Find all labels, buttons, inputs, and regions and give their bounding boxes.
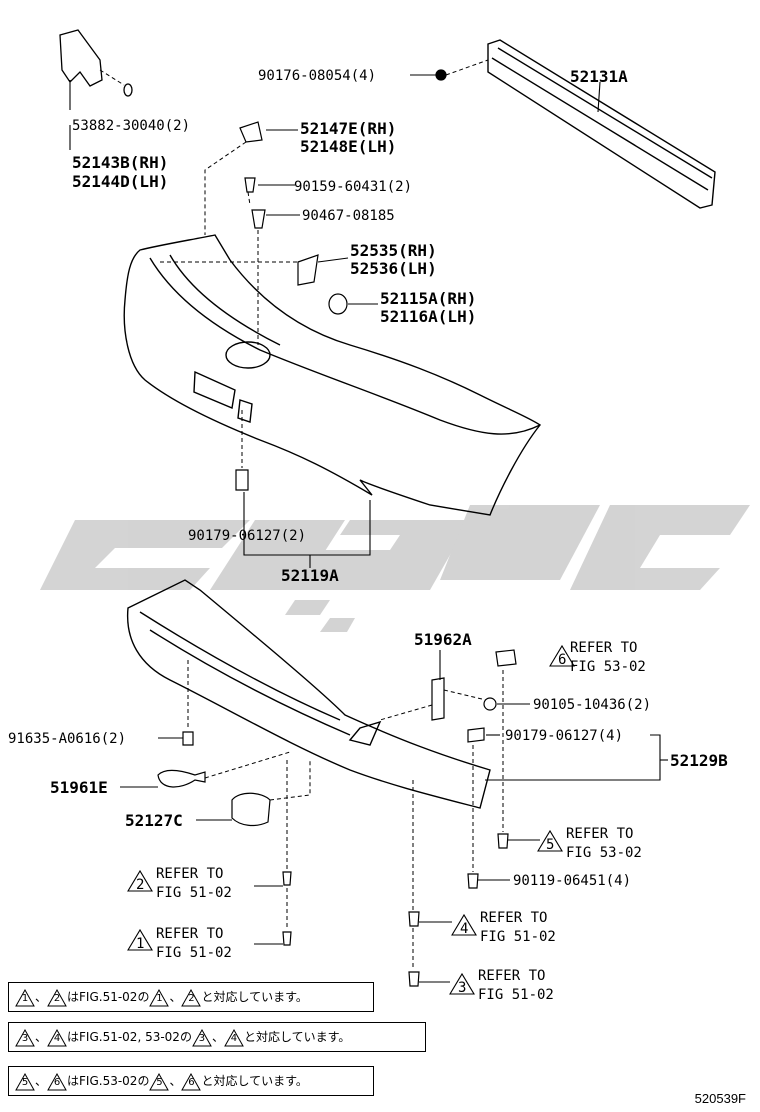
label-52131A: 52131A: [570, 67, 628, 86]
ref-callout-2: 2 REFER TO FIG 51-02: [127, 866, 232, 901]
label-52147E: 52147E(RH): [300, 119, 396, 138]
label-52143B: 52143B(RH): [72, 153, 168, 172]
svg-text:FIG 51-02: FIG 51-02: [156, 885, 232, 901]
label-52536: 52536(LH): [350, 259, 437, 278]
svg-text:6: 6: [558, 652, 566, 668]
label-52116A: 52116A(LH): [380, 307, 476, 326]
label-90467: 90467-08185: [302, 208, 395, 224]
svg-text:FIG 53-02: FIG 53-02: [570, 659, 646, 675]
dashed-lines: [99, 59, 504, 970]
label-90119: 90119-06451(4): [513, 873, 631, 889]
svg-text:REFER TO: REFER TO: [570, 640, 637, 656]
svg-text:FIG 51-02: FIG 51-02: [480, 929, 556, 945]
svg-text:REFER TO: REFER TO: [156, 926, 223, 942]
leader-lines: [69, 74, 668, 983]
svg-text:FIG 51-02: FIG 51-02: [478, 987, 554, 1003]
label-52119A: 52119A: [281, 566, 339, 585]
label-53882: 53882-30040(2): [72, 118, 190, 134]
svg-text:FIG 51-02: FIG 51-02: [156, 945, 232, 961]
label-51961E: 51961E: [50, 778, 108, 797]
svg-text:REFER TO: REFER TO: [478, 968, 545, 984]
svg-text:REFER TO: REFER TO: [156, 866, 223, 882]
label-90105: 90105-10436(2): [533, 697, 651, 713]
svg-text:REFER TO: REFER TO: [480, 910, 547, 926]
label-90179a: 90179-06127(2): [188, 528, 306, 544]
svg-text:4: 4: [460, 921, 468, 937]
ref-callout-3: 3 REFER TO FIG 51-02: [449, 968, 554, 1003]
label-90159: 90159-60431(2): [294, 179, 412, 195]
label-90179b: 90179-06127(4): [505, 728, 623, 744]
front-bumper-cover: [123, 234, 542, 516]
label-52129B: 52129B: [670, 751, 728, 770]
ref-callout-1: 1 REFER TO FIG 51-02: [127, 926, 232, 961]
svg-text:1: 1: [136, 936, 144, 952]
watermark: [40, 505, 750, 632]
label-52144D: 52144D(LH): [72, 172, 168, 191]
ref-callout-5: 5 REFER TO FIG 53-02: [537, 826, 642, 861]
label-52127C: 52127C: [125, 811, 183, 830]
svg-text:3: 3: [458, 980, 466, 996]
bumper-reinforcement: [487, 39, 716, 209]
label-52535: 52535(RH): [350, 241, 437, 260]
svg-text:REFER TO: REFER TO: [566, 826, 633, 842]
bumper-bracket: [59, 29, 133, 97]
label-90176: 90176-08054(4): [258, 68, 376, 84]
lower-bumper-spoiler: [126, 579, 491, 809]
ref-callout-6: 6 REFER TO FIG 53-02: [549, 640, 646, 675]
label-52115A: 52115A(RH): [380, 289, 476, 308]
label-52148E: 52148E(LH): [300, 137, 396, 156]
svg-text:5: 5: [546, 837, 554, 853]
svg-text:2: 2: [136, 877, 144, 893]
ref-callout-4: 4 REFER TO FIG 51-02: [451, 910, 556, 945]
figure-code: 520539F: [694, 1091, 746, 1106]
label-91635: 91635-A0616(2): [8, 731, 126, 747]
label-51962A: 51962A: [414, 630, 472, 649]
svg-text:FIG 53-02: FIG 53-02: [566, 845, 642, 861]
